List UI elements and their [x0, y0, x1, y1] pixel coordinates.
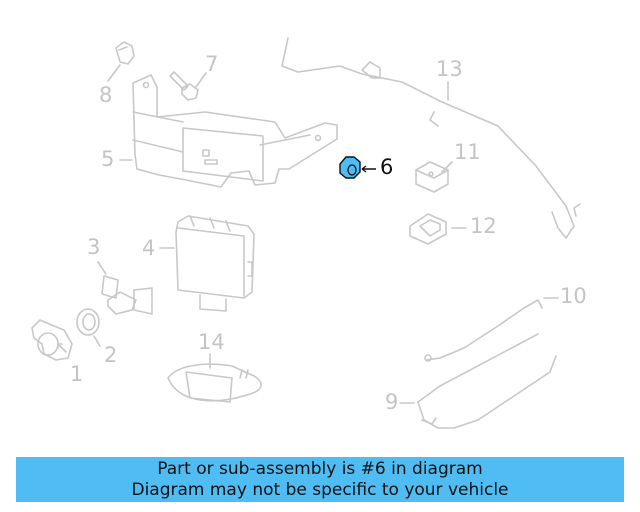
part-9-harness[interactable] [417, 333, 557, 429]
callout-2: 2 [104, 343, 118, 367]
part-13-harness[interactable] [281, 37, 581, 239]
callout-arrows [57, 81, 559, 404]
part-8-clip[interactable] [107, 41, 135, 82]
callout-8: 8 [99, 83, 113, 107]
callout-7: 7 [205, 52, 219, 76]
part-4-module[interactable] [175, 215, 255, 312]
callout-11: 11 [454, 140, 481, 164]
callout-5: 5 [101, 147, 115, 171]
part-10-harness[interactable] [424, 299, 543, 362]
callout-6: 6 [380, 155, 394, 179]
part-7-bolt[interactable] [169, 71, 207, 101]
callout-10: 10 [560, 284, 587, 308]
info-banner: Part or sub-assembly is #6 in diagram Di… [16, 457, 624, 502]
callout-4: 4 [142, 236, 156, 260]
parts-diagram [31, 37, 581, 429]
callout-14: 14 [198, 330, 225, 354]
callout-12: 12 [470, 214, 497, 238]
part-12-cover[interactable] [409, 213, 447, 245]
part-3-bracket[interactable] [101, 275, 153, 315]
callout-3: 3 [87, 235, 101, 259]
banner-line-disclaimer: Diagram may not be specific to your vehi… [131, 480, 509, 500]
part-11-connector[interactable] [415, 161, 449, 193]
banner-line-part: Part or sub-assembly is #6 in diagram [157, 459, 483, 479]
part-14-lamp[interactable] [167, 363, 262, 403]
callout-13: 13 [436, 57, 463, 81]
callout-9: 9 [385, 390, 399, 414]
part-6-nut-highlighted[interactable] [339, 156, 376, 179]
callout-1: 1 [70, 362, 84, 386]
part-1-sensor[interactable] [31, 319, 73, 361]
part-5-bracket[interactable] [132, 74, 338, 188]
part-2-ring[interactable] [76, 308, 100, 336]
